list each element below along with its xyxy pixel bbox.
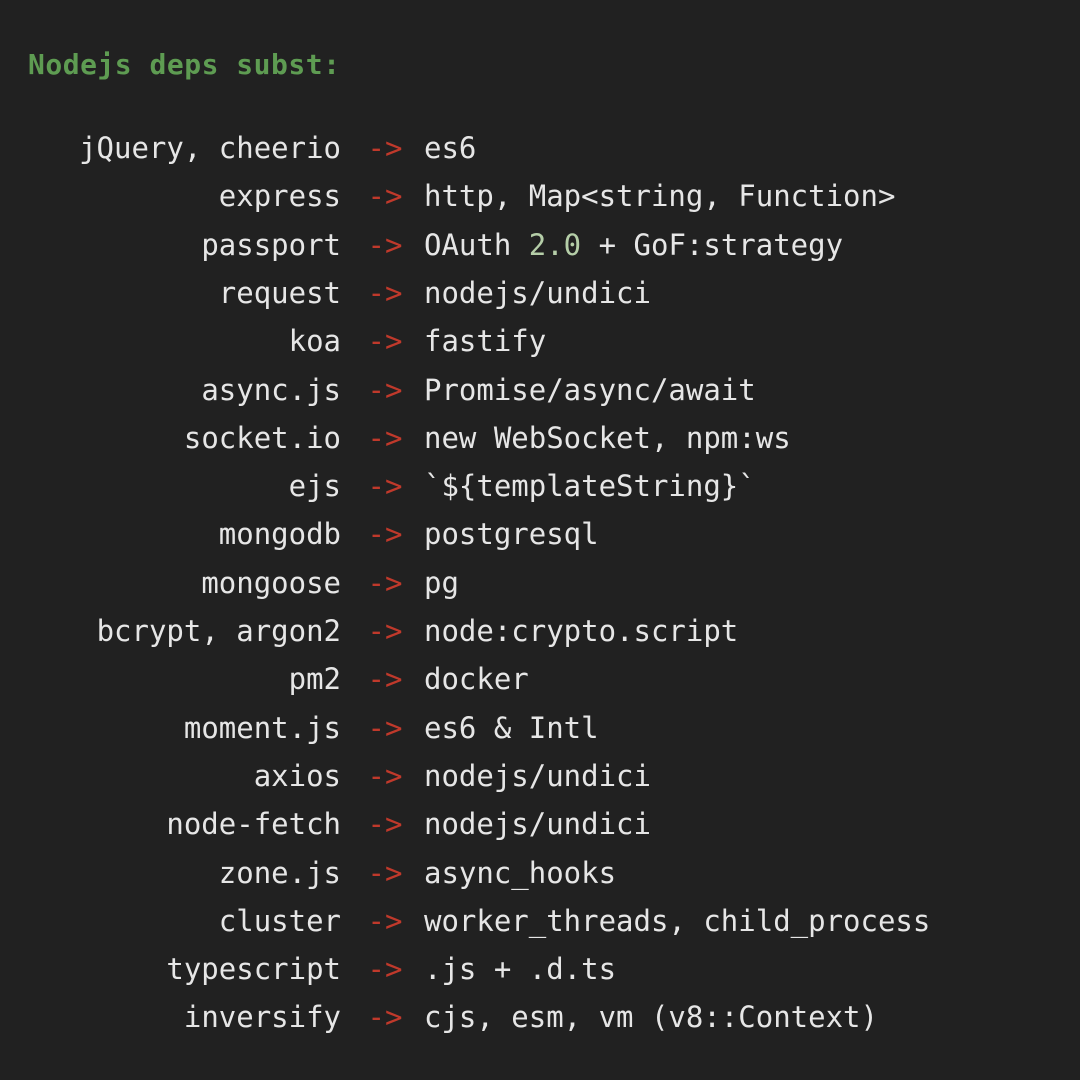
- target-replacement-label: cjs, esm, vm (v8::Context): [424, 1000, 878, 1035]
- arrow-icon: ->: [367, 614, 403, 648]
- source-package-label: pm2: [288, 662, 341, 697]
- target-replacement-label: pg: [424, 565, 459, 600]
- target-replacement-label: new WebSocket, npm:ws: [424, 420, 791, 455]
- substitution-row: typescript -> .js + .d.ts: [0, 945, 1080, 993]
- substitution-row: bcrypt, argon2 -> node:crypto.script: [0, 607, 1080, 655]
- arrow-icon: ->: [367, 807, 403, 842]
- arrow-icon: ->: [367, 420, 403, 455]
- target-replacement-label: async_hooks: [424, 855, 617, 890]
- target-replacement-label: .js + .d.ts: [424, 952, 617, 987]
- substitution-row: zone.js -> async_hooks: [0, 848, 1080, 896]
- target-text-part: + GoF:strategy: [581, 227, 844, 262]
- arrow-icon: ->: [367, 227, 403, 262]
- page-title: Nodejs deps subst:: [28, 48, 341, 81]
- source-package-label: typescript: [166, 952, 341, 987]
- source-package-label: node-fetch: [166, 807, 341, 842]
- arrow-icon: ->: [367, 710, 403, 745]
- source-package-label: inversify: [183, 1000, 341, 1035]
- substitution-row: pm2 -> docker: [0, 655, 1080, 703]
- arrow-icon: ->: [367, 469, 403, 504]
- target-replacement-label: postgresql: [424, 517, 599, 552]
- source-package-label: request: [218, 275, 341, 310]
- substitution-row: request -> nodejs/undici: [0, 269, 1080, 317]
- source-package-label: mongodb: [218, 517, 341, 552]
- substitution-row: node-fetch -> nodejs/undici: [0, 800, 1080, 848]
- arrow-icon: ->: [367, 855, 403, 890]
- target-replacement-label: es6 & Intl: [424, 710, 599, 745]
- target-replacement-label: OAuth 2.0 + GoF:strategy: [424, 221, 843, 269]
- target-replacement-label: worker_threads, child_process: [424, 903, 931, 938]
- substitution-row: mongodb -> postgresql: [0, 510, 1080, 558]
- source-package-label: express: [218, 179, 341, 214]
- target-replacement-label: docker: [424, 662, 529, 697]
- source-package-label: ejs: [288, 469, 341, 504]
- source-package-label: bcrypt, argon2: [96, 614, 341, 648]
- arrow-icon: ->: [367, 1000, 403, 1035]
- substitution-row: express -> http, Map<string, Function>: [0, 172, 1080, 220]
- substitution-row: ejs -> `${templateString}`: [0, 462, 1080, 510]
- arrow-icon: ->: [367, 131, 403, 165]
- target-replacement-label: `${templateString}`: [424, 469, 756, 504]
- arrow-icon: ->: [367, 517, 403, 552]
- substitution-row: passport -> OAuth 2.0 + GoF:strategy: [0, 221, 1080, 269]
- source-package-label: mongoose: [201, 565, 341, 600]
- substitution-row: jQuery, cheerio -> es6: [0, 124, 1080, 172]
- substitution-row: axios -> nodejs/undici: [0, 752, 1080, 800]
- target-version-number: 2.0: [528, 227, 582, 262]
- substitution-row: socket.io -> new WebSocket, npm:ws: [0, 414, 1080, 462]
- arrow-icon: ->: [367, 758, 403, 793]
- source-package-label: zone.js: [218, 855, 341, 890]
- target-replacement-label: node:crypto.script: [424, 614, 739, 648]
- substitution-row: cluster -> worker_threads, child_process: [0, 897, 1080, 945]
- source-package-label: axios: [253, 758, 341, 793]
- arrow-icon: ->: [367, 952, 403, 987]
- source-package-label: cluster: [218, 903, 341, 938]
- arrow-icon: ->: [367, 372, 403, 407]
- substitution-row: mongoose -> pg: [0, 559, 1080, 607]
- substitution-row: async.js -> Promise/async/await: [0, 365, 1080, 413]
- source-package-label: async.js: [201, 372, 341, 407]
- target-replacement-label: nodejs/undici: [424, 758, 651, 793]
- substitution-row: koa -> fastify: [0, 317, 1080, 365]
- target-replacement-label: Promise/async/await: [424, 372, 756, 407]
- arrow-icon: ->: [367, 179, 403, 214]
- dependency-substitution-list: jQuery, cheerio -> es6 express -> http, Map<s…: [0, 124, 1080, 1042]
- substitution-row: inversify -> cjs, esm, vm (v8::Context): [0, 993, 1080, 1041]
- target-replacement-label: http, Map<string, Function>: [424, 179, 896, 214]
- target-text-part: OAuth: [424, 227, 529, 262]
- arrow-icon: ->: [367, 565, 403, 600]
- arrow-icon: ->: [367, 662, 403, 697]
- source-package-label: jQuery, cheerio: [79, 131, 341, 165]
- source-package-label: socket.io: [183, 420, 341, 455]
- target-replacement-label: fastify: [424, 324, 547, 359]
- source-package-label: koa: [288, 324, 341, 359]
- source-package-label: passport: [201, 227, 341, 262]
- target-replacement-label: nodejs/undici: [424, 275, 651, 310]
- substitution-row: moment.js -> es6 & Intl: [0, 704, 1080, 752]
- arrow-icon: ->: [367, 903, 403, 938]
- target-replacement-label: nodejs/undici: [424, 807, 651, 842]
- arrow-icon: ->: [367, 275, 403, 310]
- target-replacement-label: es6: [424, 131, 477, 165]
- arrow-icon: ->: [367, 324, 403, 359]
- source-package-label: moment.js: [183, 710, 341, 745]
